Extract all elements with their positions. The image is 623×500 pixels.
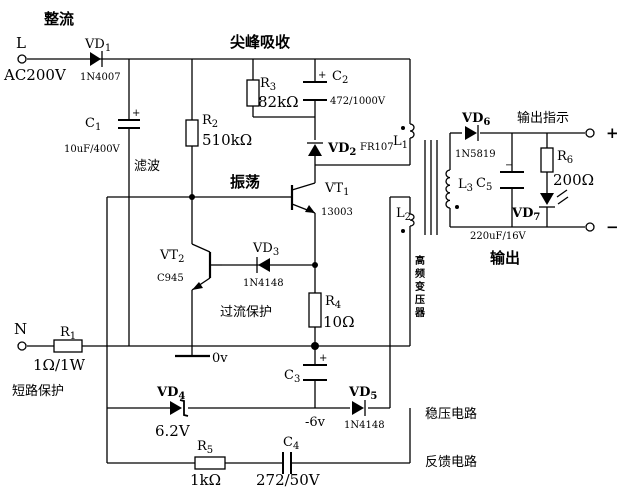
vd7-ref: VD7 (511, 206, 540, 223)
label-terminal-L: L (16, 34, 26, 52)
label-ac-input: AC200V (3, 66, 67, 84)
vt2-value: C945 (157, 273, 184, 284)
terminal-plus (585, 128, 595, 138)
node-zero-v: 0v (212, 351, 228, 366)
heading-short-protect: 短路保护 (12, 383, 64, 399)
vd1-diode-symbol (90, 51, 103, 67)
terminals (17, 54, 595, 351)
vt2-ref: VT2 (159, 248, 184, 265)
heading-output: 输出 (490, 249, 520, 267)
c2-value: 472/1000V (330, 96, 386, 107)
c5-capacitor-symbol (500, 171, 524, 189)
vt1-transistor-symbol (280, 182, 316, 214)
c5-minus: − (505, 160, 513, 171)
vd4-value: 6.2V (155, 422, 191, 440)
r5-resistor-symbol (194, 456, 226, 470)
vt1-ref: VT1 (324, 181, 349, 198)
vd7-led-symbol (539, 189, 569, 208)
c5-value: 220uF/16V (470, 231, 527, 242)
vd3-diode-symbol (256, 257, 270, 273)
vd3-value: 1N4148 (243, 278, 284, 289)
c4-value: 272/50V (256, 471, 321, 489)
heading-feedback: 反馈电路 (425, 454, 477, 470)
label-terminal-minus: − (606, 218, 619, 236)
vd4-zener-symbol (170, 399, 189, 417)
vd2-diode-symbol (307, 142, 323, 156)
heading-transformer: 高频变压器 (413, 254, 426, 320)
c5-ref: C5 (476, 176, 492, 193)
heading-regulator: 稳压电路 (425, 406, 477, 422)
c2-ref: C2 (332, 69, 348, 86)
r4-ref: R4 (325, 294, 341, 311)
r1-ref: R1 (60, 325, 76, 342)
l3-ref: L3 (458, 177, 473, 194)
r3-ref: R3 (260, 76, 276, 93)
heading-oscillate: 振荡 (230, 173, 260, 191)
r4-resistor-symbol (308, 292, 322, 328)
vd4-ref: VD4 (156, 385, 185, 402)
label-terminal-N: N (14, 320, 27, 338)
r5-value: 1kΩ (190, 471, 221, 489)
vd1-ref: VD1 (84, 37, 111, 54)
vd5-diode-symbol (352, 400, 366, 416)
r1-resistor-symbol (53, 339, 83, 353)
transformer-symbol (401, 123, 459, 235)
terminal-minus (585, 222, 595, 232)
wires (27, 58, 585, 464)
c4-capacitor-symbol (282, 452, 292, 474)
r3-value: 82kΩ (258, 93, 299, 111)
label-terminal-plus: + (606, 124, 619, 142)
l1-ref: L1 (393, 134, 408, 151)
junctions (189, 194, 319, 350)
c1-plus: + (132, 108, 140, 119)
l2-ref: L2 (396, 206, 411, 223)
heading-output-indicator: 输出指示 (517, 110, 569, 126)
r6-resistor-symbol (540, 147, 554, 173)
c1-ref: C1 (85, 116, 101, 133)
c1-capacitor-symbol (118, 119, 140, 138)
vt1-value: 13003 (321, 207, 353, 218)
heading-spike-absorb: 尖峰吸收 (230, 33, 290, 51)
vd3-ref: VD3 (252, 241, 279, 258)
vd6-diode-symbol (465, 125, 479, 141)
r2-value: 510kΩ (202, 131, 252, 149)
r2-ref: R2 (202, 113, 218, 130)
c4-ref: C4 (283, 435, 299, 452)
c3-ref: C3 (284, 368, 300, 385)
c3-plus: + (319, 353, 327, 364)
vd5-value: 1N4148 (344, 420, 385, 431)
vt2-transistor-symbol (192, 252, 222, 290)
terminal-N (17, 341, 27, 351)
r5-ref: R5 (197, 439, 213, 456)
c2-plus: + (318, 70, 326, 81)
r6-ref: R6 (557, 149, 573, 166)
c2-capacitor-symbol (303, 81, 327, 101)
vd1-value: 1N4007 (80, 72, 121, 83)
r3-resistor-symbol (246, 79, 260, 107)
c3-capacitor-symbol (303, 364, 327, 381)
r4-value: 10Ω (323, 313, 355, 331)
heading-rectify: 整流 (44, 10, 74, 28)
heading-filter: 滤波 (134, 159, 160, 174)
r2-resistor-symbol (185, 119, 199, 147)
vd2-ref: VD2 (327, 141, 356, 158)
heading-overcurrent: 过流保护 (220, 305, 272, 320)
vd5-ref: VD5 (348, 385, 377, 402)
r6-value: 200Ω (553, 171, 594, 189)
vd6-ref: VD6 (461, 111, 490, 128)
c1-value: 10uF/400V (64, 144, 121, 155)
terminal-L (17, 54, 27, 64)
r1-value: 1Ω/1W (33, 356, 86, 374)
vd2-value: FR107 (360, 142, 394, 153)
node-neg-6v: -6v (305, 415, 326, 430)
vd6-value: 1N5819 (455, 149, 496, 160)
